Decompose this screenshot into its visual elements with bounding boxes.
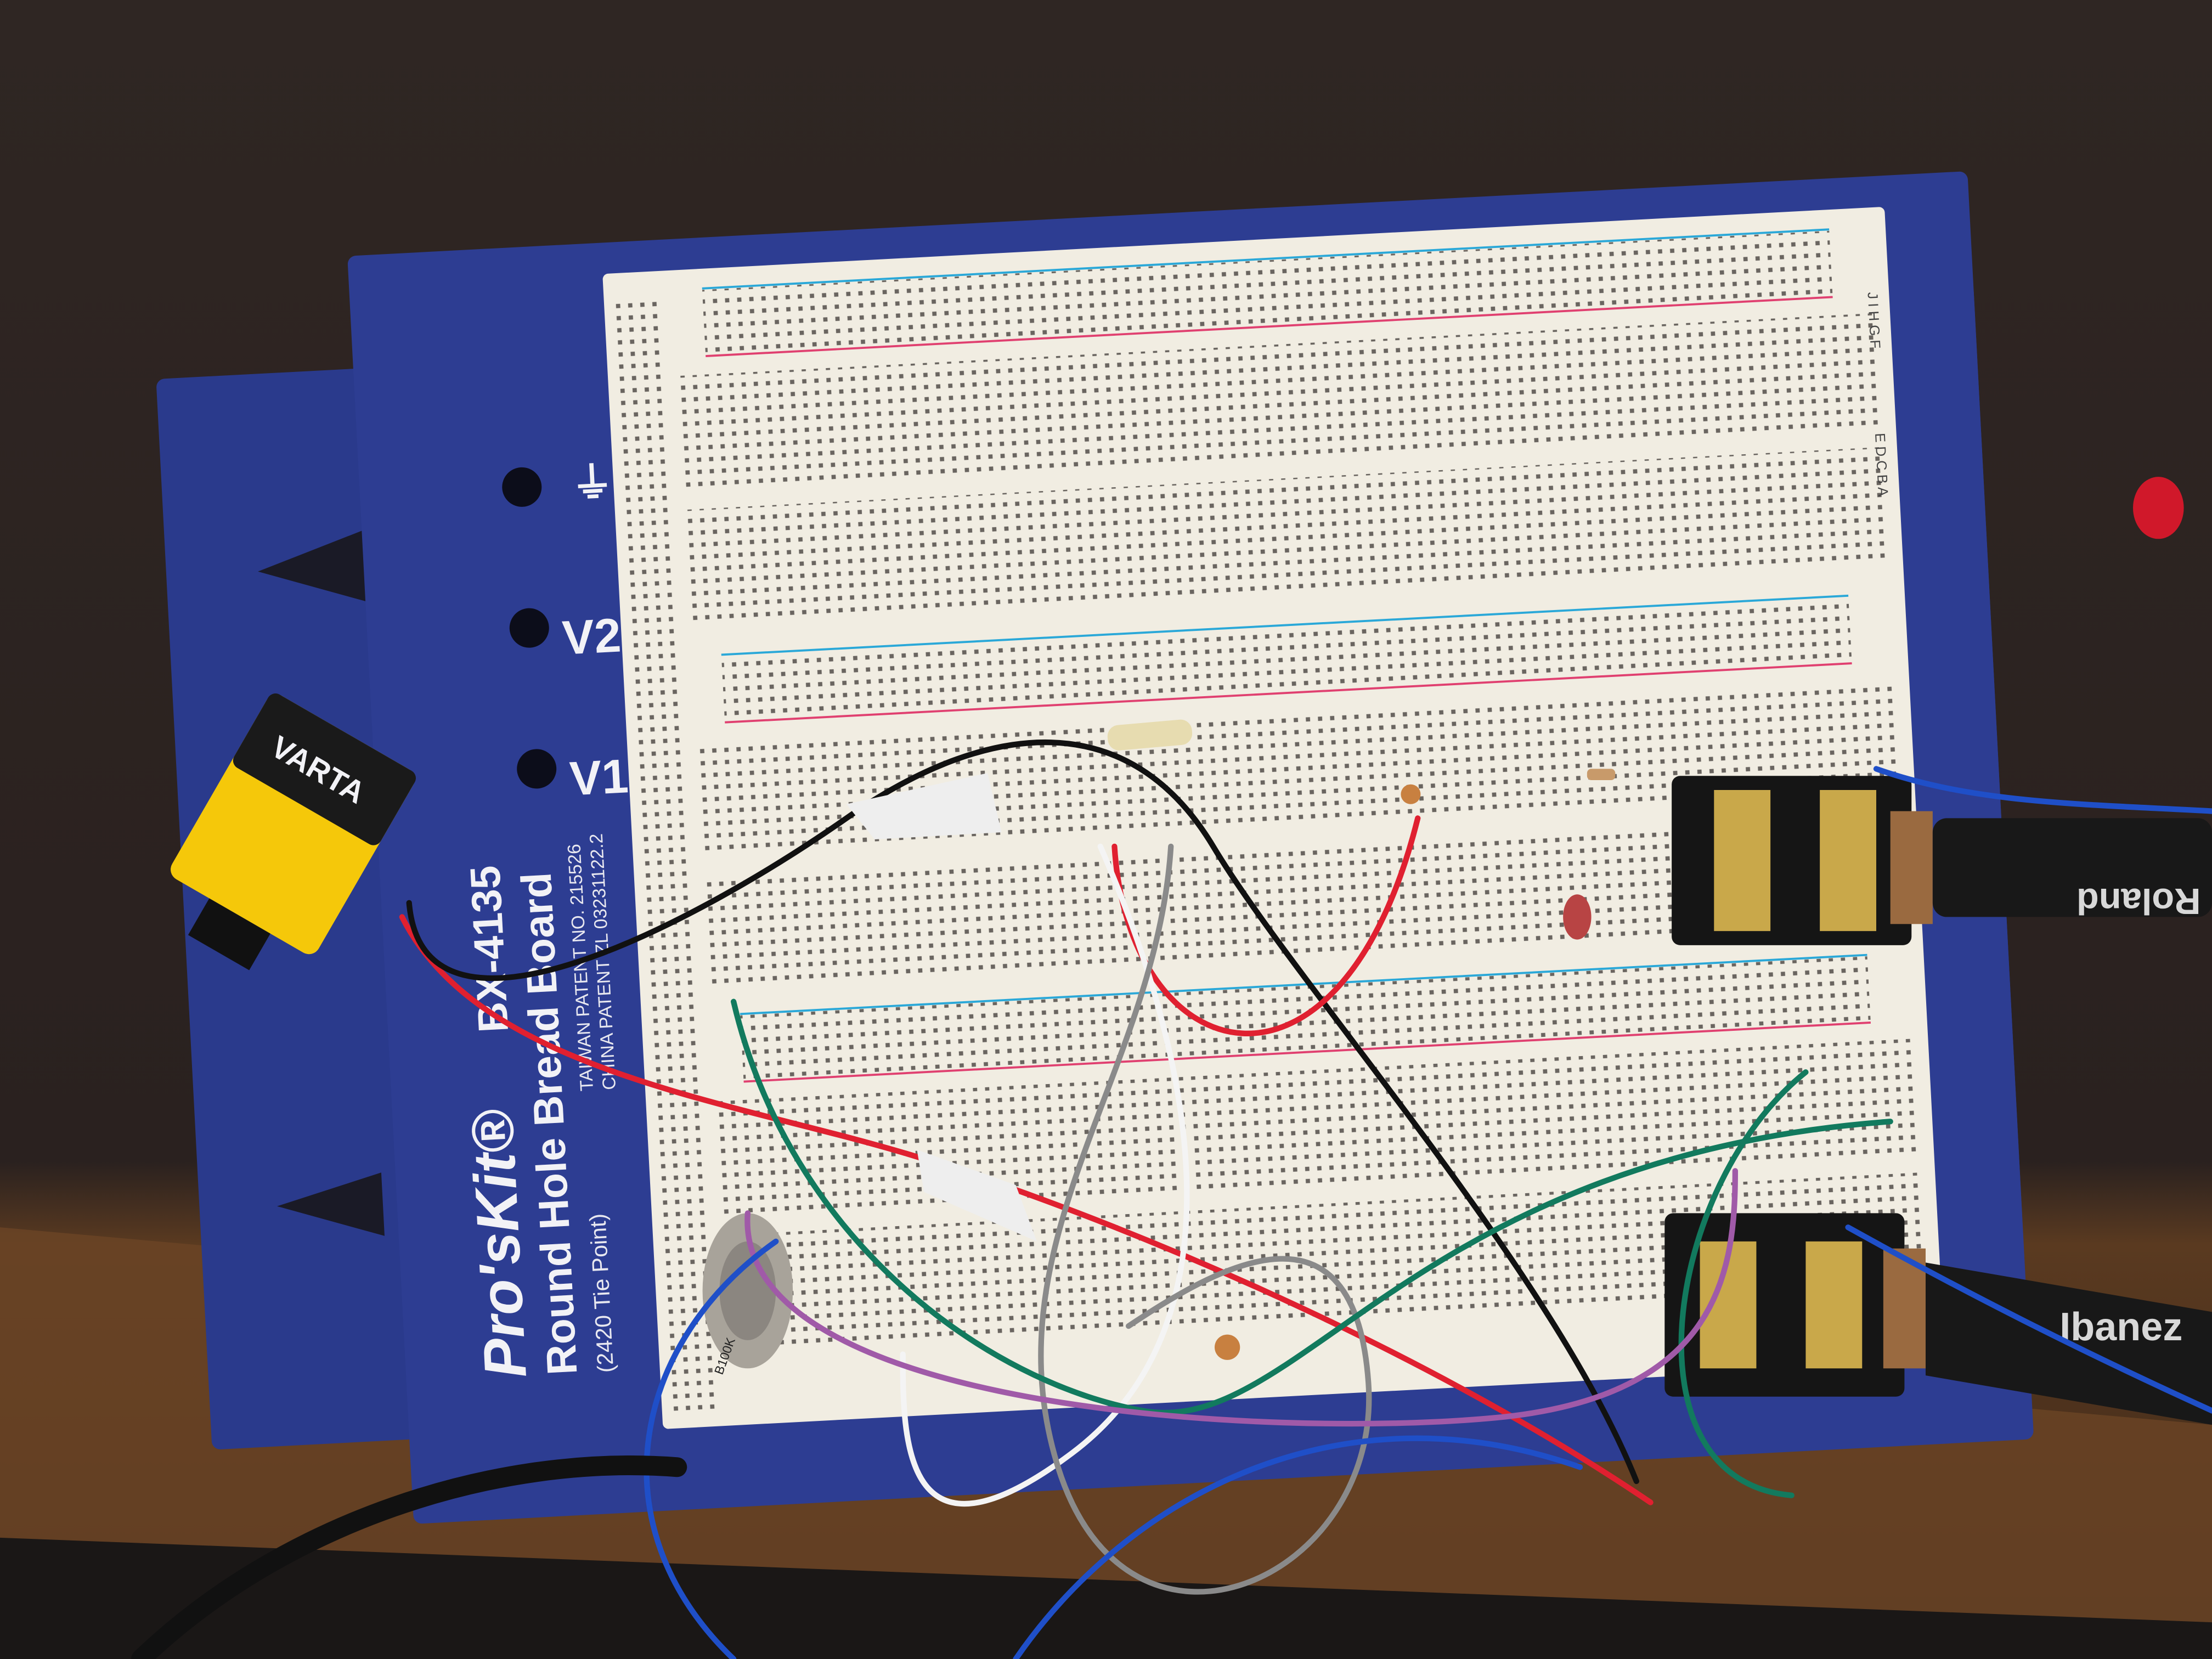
v1-terminal[interactable]: [516, 748, 557, 790]
audio-jack-top[interactable]: Roland: [1672, 776, 2212, 945]
ceramic-capacitor: [1563, 894, 1592, 940]
green-wire[interactable]: [731, 998, 1893, 1416]
capacitor: [1401, 784, 1421, 804]
green-wire[interactable]: [1678, 1069, 1809, 1498]
purple-wire[interactable]: [744, 1168, 1739, 1427]
cable-brand-ibanez: Ibanez: [2059, 1305, 2182, 1349]
tape: [917, 1149, 1037, 1242]
gray-wire[interactable]: [1038, 843, 1372, 1595]
row-letters-bottom: E D C B A: [1872, 433, 1891, 498]
resistor: [1587, 769, 1616, 780]
side-rail[interactable]: [611, 299, 719, 1415]
power-rail[interactable]: [702, 230, 1833, 353]
model-number: BX-4135: [461, 865, 517, 1034]
blue-cable-wire[interactable]: [1845, 1224, 2212, 1414]
jumper-wires: [131, 740, 2212, 1659]
terminal-strip[interactable]: [685, 447, 1889, 623]
blue-wire[interactable]: [1013, 1435, 1583, 1659]
capacitor: [1215, 1334, 1240, 1360]
battery-black-wire[interactable]: [406, 740, 1640, 1485]
power-rail[interactable]: [721, 597, 1852, 720]
row-letters-top: J I H G F: [1865, 292, 1883, 349]
cable-brand-roland: Roland: [2076, 881, 2201, 922]
terminal-strip[interactable]: [697, 679, 1901, 855]
potentiometer[interactable]: B100K: [702, 1213, 793, 1376]
led-red: [2133, 477, 2184, 539]
audio-cable: [131, 1455, 687, 1659]
terminal-strip[interactable]: [704, 813, 1908, 989]
terminal-strip[interactable]: [678, 313, 1882, 489]
blue-cable-wire[interactable]: [1873, 766, 2212, 814]
battery-9v: VARTA: [171, 693, 416, 970]
v2-terminal[interactable]: [509, 607, 550, 649]
blue-wire[interactable]: [644, 1238, 779, 1659]
terminal-strip[interactable]: [723, 1172, 1927, 1348]
ground-terminal[interactable]: [501, 466, 543, 508]
breadboard: J I H G F E D C B A: [602, 207, 1945, 1429]
tape: [846, 773, 1002, 839]
resistor: [1107, 719, 1193, 751]
v1-label: V1: [568, 749, 630, 805]
v2-label: V2: [561, 608, 622, 664]
white-wire[interactable]: [900, 843, 1190, 1507]
terminal-strip[interactable]: [716, 1039, 1920, 1215]
brand-logo: Pro'sKit®: [459, 1108, 539, 1379]
ground-symbol: ⏚: [570, 459, 615, 508]
